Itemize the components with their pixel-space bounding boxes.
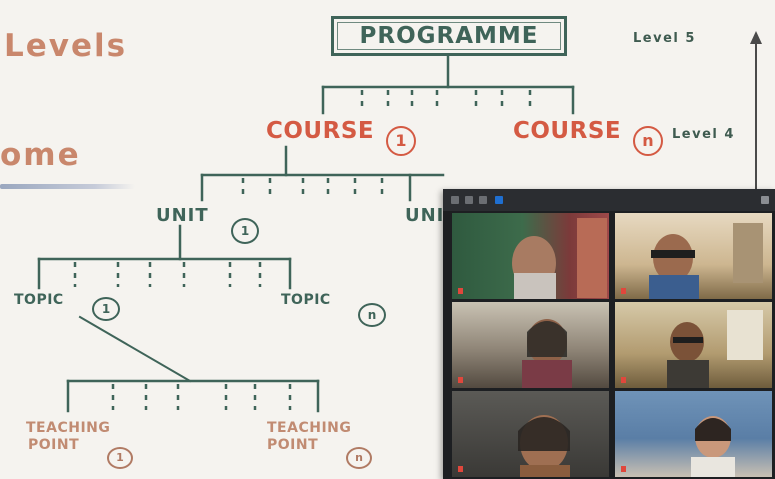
participant-video — [649, 223, 763, 299]
teaching-point-n-index: n — [346, 447, 372, 469]
teaching-point-1-label: TEACHING POINT — [26, 420, 110, 454]
participant-video — [518, 415, 570, 477]
layout-icon[interactable] — [479, 196, 487, 204]
participant-tile[interactable] — [452, 391, 609, 477]
level-4-label: Level 4 — [672, 127, 735, 142]
participant-tile[interactable] — [452, 302, 609, 388]
course-n-index: n — [633, 126, 663, 156]
unit-1-index: 1 — [231, 218, 259, 244]
topic-1-index: 1 — [92, 297, 120, 321]
left-title-levels: Levels — [4, 28, 128, 64]
participant-tile[interactable] — [615, 213, 772, 299]
participant-tile[interactable] — [615, 302, 772, 388]
minimize-icon[interactable] — [465, 196, 473, 204]
topic-n-label: TOPIC — [281, 292, 331, 308]
participant-video — [691, 416, 735, 477]
participant-name — [621, 465, 630, 473]
participant-name — [458, 287, 467, 295]
share-icon[interactable] — [495, 196, 503, 204]
course-n-label: COURSE — [513, 118, 622, 144]
teaching-point-n-line1: TEACHING — [267, 420, 352, 436]
left-title-ome: ome — [0, 137, 81, 173]
participant-video — [667, 310, 763, 388]
participant-tile[interactable] — [615, 391, 772, 477]
participant-name — [458, 376, 467, 384]
programme-node: PROGRAMME — [331, 16, 567, 56]
participant-name — [458, 465, 467, 473]
teaching-point-n-label: TEACHING POINT — [267, 420, 351, 454]
level-arrow-head — [750, 31, 762, 44]
topic1-diagonal — [78, 315, 192, 383]
menu-icon[interactable] — [451, 196, 459, 204]
course-1-label: COURSE — [266, 118, 375, 144]
video-titlebar[interactable] — [443, 189, 775, 211]
topic-1-label: TOPIC — [14, 292, 64, 308]
teaching-point-1-line2: POINT — [28, 437, 80, 453]
participant-tile[interactable] — [452, 213, 609, 299]
window-control-icon[interactable] — [761, 196, 769, 204]
course-1-index: 1 — [386, 126, 416, 156]
participant-name — [621, 287, 630, 295]
teaching-point-1-line1: TEACHING — [26, 420, 111, 436]
unit-1-label: UNIT — [156, 205, 209, 226]
participant-video — [512, 218, 607, 299]
teaching-point-n-line2: POINT — [267, 437, 319, 453]
unit-n-label: UNI — [405, 205, 445, 226]
participant-video — [522, 319, 572, 388]
teaching-point-1-index: 1 — [107, 447, 133, 469]
video-call-window[interactable] — [443, 189, 775, 479]
topic-n-index: n — [358, 303, 386, 327]
title-underline — [0, 184, 135, 189]
participant-name — [621, 376, 630, 384]
level-5-label: Level 5 — [633, 31, 696, 46]
